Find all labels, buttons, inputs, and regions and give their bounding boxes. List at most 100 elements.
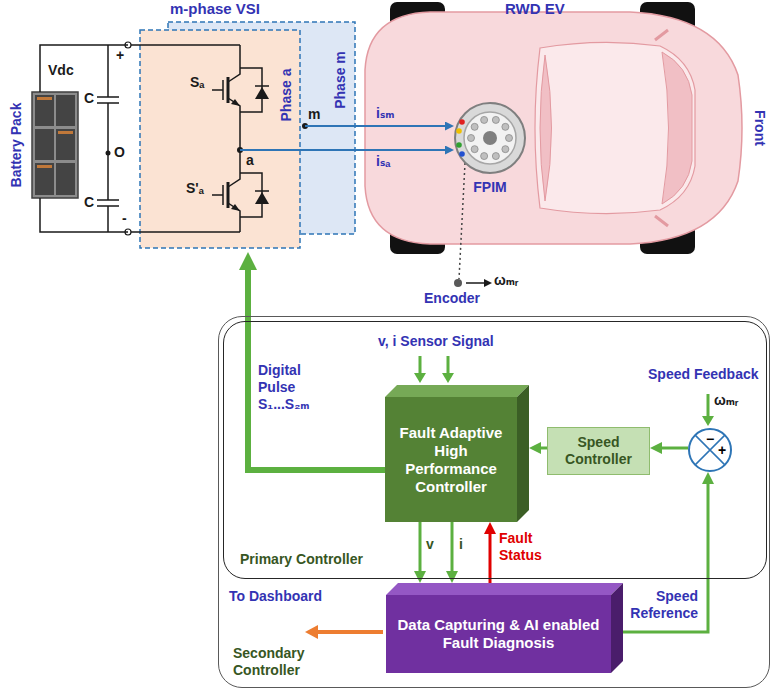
- voltage-label: Vdc: [48, 62, 74, 79]
- signal-arrow: [300, 149, 445, 151]
- terminal-sign: +: [116, 47, 124, 64]
- node-text: Phase m: [332, 51, 349, 109]
- process-box: Fault Adaptive High Performance Controll…: [385, 385, 529, 522]
- summing-junction: −+: [688, 428, 732, 472]
- node-text: Phase a: [278, 69, 295, 122]
- signal-arrow: [451, 522, 454, 571]
- box-content: Fault Adaptive High Performance Controll…: [385, 397, 517, 522]
- text-slot: Secondary Controller: [233, 645, 333, 679]
- text-slot: Phase m: [332, 51, 349, 109]
- node-text: Front: [752, 110, 769, 146]
- signal-label: Speed Feedback: [648, 366, 759, 383]
- battery-illustration: [32, 45, 119, 232]
- box-face: [611, 583, 623, 673]
- signal-arrow: [248, 270, 385, 470]
- wire: [40, 45, 128, 92]
- label-slot: ωₘᵣ: [714, 392, 739, 409]
- node-text: Primary Controller: [240, 551, 363, 568]
- node-text: FPIM: [444, 179, 536, 196]
- text-slot: −: [706, 431, 714, 448]
- midpoint-label: O: [114, 144, 125, 161]
- box-face: [385, 397, 517, 522]
- edge-label-slot: Digital Pulse S₁...S₂ₘ: [258, 362, 338, 412]
- text-slot: RWD EV: [505, 0, 565, 18]
- signal-label: v, i Sensor Signal: [378, 333, 494, 350]
- node-text: Fault Adaptive High Performance Controll…: [391, 424, 511, 496]
- text-slot: FPIM: [444, 179, 536, 196]
- capacitor-label: C: [84, 194, 94, 211]
- signal-symbol: ωₘᵣ: [494, 272, 519, 289]
- text-slot: Battery Pack: [8, 103, 25, 188]
- terminal-sign: -: [122, 210, 127, 227]
- label-slot: To Dashboard: [228, 588, 323, 605]
- label-slot: Vdc: [48, 62, 74, 79]
- phase-output-label: m: [308, 106, 320, 123]
- signal-arrow: [489, 534, 492, 583]
- edge-label-slot: iₛₘ: [376, 105, 395, 122]
- label-slot: S'ₐ: [186, 180, 204, 197]
- label-slot: m: [308, 106, 320, 123]
- signal-arrow: [623, 484, 708, 632]
- edge-label-slot: iₛₐ: [376, 153, 391, 170]
- capacitor-label: C: [84, 90, 94, 107]
- edge-label-slot: Speed Reference: [622, 588, 698, 622]
- motor-shape: [454, 102, 526, 178]
- signal-arrow: [355, 125, 445, 127]
- vehicle-outline: FPIM RWD EV Front: [355, 0, 770, 258]
- signal-arrow: [662, 447, 688, 450]
- text-slot: Phase a: [278, 69, 295, 122]
- process-box: Speed Controller: [547, 427, 650, 475]
- controller-panel: Fault Adaptive High Performance Controll…: [223, 321, 767, 579]
- label-slot: -: [122, 210, 127, 227]
- edge-label-slot: v: [426, 536, 434, 553]
- edge-label-slot: Fault Status: [499, 530, 559, 564]
- node-text: RWD EV: [505, 0, 565, 18]
- inverter-illustration: [125, 22, 355, 248]
- phase-leg-box: Phase a: [140, 30, 300, 248]
- label-slot: C: [84, 194, 94, 211]
- process-box: Data Capturing & AI enabled Fault Diagno…: [386, 583, 623, 673]
- phase-output-label: a: [246, 152, 254, 169]
- inverter-group: Phase a Phase m m-phase VSI: [128, 0, 356, 252]
- edge-label: Speed Reference: [622, 588, 698, 622]
- label-slot: Encoder: [424, 290, 480, 307]
- label-slot: +: [116, 47, 124, 64]
- edge-label: Digital Pulse S₁...S₂ₘ: [258, 362, 338, 412]
- box-face: [517, 385, 529, 522]
- signal-symbol: ωₘᵣ: [714, 392, 739, 409]
- edge-label: Fault Status: [499, 530, 559, 564]
- label-slot: v, i Sensor Signal: [378, 333, 494, 350]
- node-text: Speed Controller: [554, 434, 643, 468]
- text-slot: +: [718, 442, 726, 459]
- box-face: [386, 583, 623, 595]
- battery-pack: Battery Pack: [4, 92, 78, 198]
- node-text: −: [706, 431, 714, 448]
- edge-label: iₛₐ: [376, 153, 391, 170]
- text-slot: Front: [752, 110, 769, 146]
- signal-label: To Dashboard: [228, 588, 323, 605]
- edge-label: i: [459, 536, 463, 553]
- box-content: Data Capturing & AI enabled Fault Diagno…: [386, 595, 611, 673]
- motor-symbol: FPIM: [454, 102, 526, 198]
- node-text: +: [718, 442, 726, 459]
- text-slot: m-phase VSI: [170, 0, 260, 18]
- box-content: Speed Controller: [548, 428, 649, 474]
- label-slot: Sₐ: [190, 74, 205, 91]
- label-slot: a: [246, 152, 254, 169]
- edge-label: v: [426, 536, 434, 553]
- signal-arrow: [419, 522, 422, 571]
- node-text: Secondary Controller: [233, 645, 333, 679]
- phase-leg-box: Phase m: [168, 22, 355, 234]
- car-illustration: [365, 2, 742, 254]
- label-slot: ωₘᵣ: [494, 272, 519, 289]
- label-slot: Speed Feedback: [648, 366, 759, 383]
- switch-label: S'ₐ: [186, 180, 204, 197]
- label-slot: C: [84, 90, 94, 107]
- node-text: Battery Pack: [8, 103, 25, 188]
- node-text: m-phase VSI: [170, 0, 260, 18]
- box-face: [386, 595, 611, 673]
- edge-label-slot: i: [459, 536, 463, 553]
- switch-label: Sₐ: [190, 74, 205, 91]
- box-face: [385, 385, 529, 397]
